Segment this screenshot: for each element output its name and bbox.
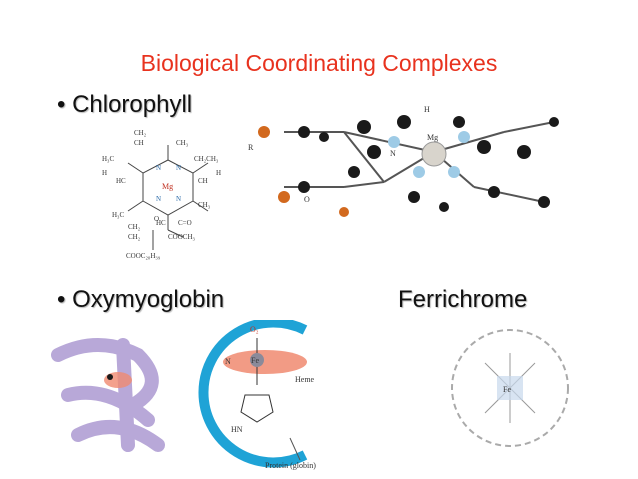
- bullet-oxymyoglobin: • Oxymyoglobin: [57, 286, 225, 313]
- chl-mg-label: Mg: [162, 182, 173, 191]
- chl-label: HC: [156, 219, 166, 227]
- model-o-label: O: [304, 195, 310, 204]
- myoglobin-ribbon: [38, 325, 188, 465]
- chl-label: CH: [198, 177, 208, 185]
- chl-label: N: [156, 195, 161, 203]
- model-n-label: N: [390, 149, 396, 158]
- heme-hn-label: HN: [231, 425, 243, 434]
- chl-label: CH₃: [176, 139, 189, 147]
- heme-o2-label: O₂: [250, 325, 259, 334]
- chl-label: COOCH₃: [168, 233, 196, 241]
- model-mg-label: Mg: [427, 133, 438, 142]
- chl-label: HC: [116, 177, 126, 185]
- chl-label: H₃C: [102, 155, 114, 163]
- label-ferrichrome: Ferrichrome: [398, 286, 528, 313]
- heme-fe-label: Fe: [251, 356, 259, 365]
- chl-label: N: [176, 195, 181, 203]
- chl-label: H: [216, 169, 221, 177]
- chl-label: N: [176, 164, 181, 172]
- heme-diagram: O₂ Fe N HN Heme Protein (globin): [195, 320, 335, 470]
- slide-title: Biological Coordinating Complexes: [140, 50, 498, 76]
- model-r-label: R: [248, 143, 254, 152]
- chl-label: C=O: [178, 219, 192, 227]
- chl-label: H₃C: [112, 211, 124, 219]
- chl-label: CH₃: [198, 201, 211, 209]
- chl-label: CH₂: [128, 233, 141, 241]
- heme-label: Heme: [295, 375, 315, 384]
- heme-n-label: N: [225, 357, 231, 366]
- chl-label: CH₂CH₃: [194, 155, 219, 163]
- chl-label: CH₂: [134, 129, 147, 137]
- bullet-chlorophyll: • Chlorophyll: [57, 91, 193, 118]
- ferrichrome-structure: Fe: [425, 318, 595, 458]
- chlorophyll-structure: CH₂ CH CH₃ H₃C CH₂CH₃ HC CH H₃C CH₃ CH₂ …: [98, 125, 238, 265]
- protein-label: Protein (globin): [265, 461, 316, 470]
- ball-stick-model: Mg N R H O: [244, 92, 574, 227]
- chl-label: CH₂: [128, 223, 141, 231]
- chl-label: CH: [134, 139, 144, 147]
- chl-label: COOC₂₀H₃₉: [126, 252, 161, 260]
- ferrichrome-fe-label: Fe: [503, 385, 511, 394]
- chl-label: O: [154, 215, 159, 223]
- chl-label: H: [102, 169, 107, 177]
- model-h-label: H: [424, 105, 430, 114]
- chl-label: N: [156, 164, 161, 172]
